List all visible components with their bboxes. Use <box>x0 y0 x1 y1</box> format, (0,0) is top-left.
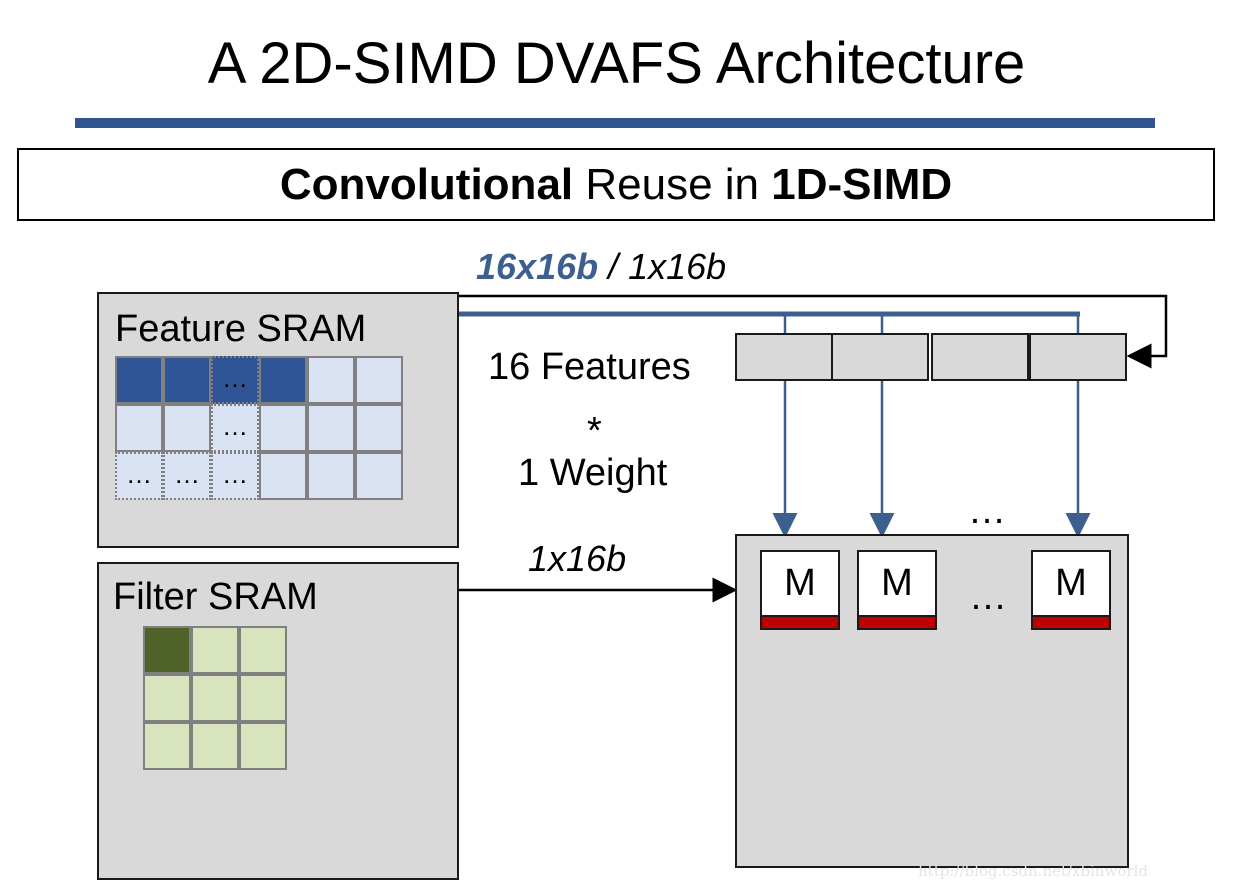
filter-grid <box>143 626 291 774</box>
feature-cell: … <box>211 452 259 500</box>
filter-cell <box>239 722 287 770</box>
features-label: 16 Features <box>488 346 691 388</box>
feature-sram-box: Feature SRAM …………… <box>97 292 459 548</box>
weight-bus-label: 1x16b <box>528 538 627 579</box>
multiplier: M <box>1031 550 1111 630</box>
feature-cell <box>355 404 403 452</box>
feature-cell <box>259 452 307 500</box>
feature-cell <box>163 404 211 452</box>
multiplier-label: M <box>1055 562 1087 604</box>
pe-array-box: M M … M <box>735 534 1129 868</box>
filter-cell <box>191 626 239 674</box>
filter-sram-label: Filter SRAM <box>113 576 318 618</box>
feature-cell <box>115 356 163 404</box>
watermark: http://blog.csdn.net/xbinworld <box>918 862 1148 880</box>
feature-cell <box>355 356 403 404</box>
multiplier: M <box>857 550 937 630</box>
feature-cell: … <box>115 452 163 500</box>
feature-cell: … <box>211 404 259 452</box>
weight-label: 1 Weight <box>518 452 668 494</box>
filter-sram-box: Filter SRAM <box>97 562 459 880</box>
feature-cell: … <box>163 452 211 500</box>
mid-ellipsis: … <box>969 576 1007 618</box>
feature-cell: … <box>211 356 259 404</box>
bus-label-highlight: 16x16b <box>476 246 599 287</box>
filter-cell <box>143 674 191 722</box>
feature-register-cell <box>1029 333 1127 381</box>
feature-cell <box>307 404 355 452</box>
feature-grid: …………… <box>115 356 405 504</box>
multiply-symbol: * <box>587 410 602 452</box>
title-underline <box>75 118 1155 128</box>
subtitle-bold-1: Convolutional <box>279 160 574 209</box>
feature-register-cell <box>831 333 929 381</box>
feature-cell <box>115 404 163 452</box>
multiplier-label: M <box>784 562 816 604</box>
subtitle-bold-2: 1D-SIMD <box>771 160 953 209</box>
feature-register-cell <box>735 333 833 381</box>
filter-cell <box>239 626 287 674</box>
feature-cell <box>259 356 307 404</box>
multiplier: M <box>760 550 840 630</box>
feature-cell <box>355 452 403 500</box>
feature-cell <box>307 452 355 500</box>
feature-cell <box>163 356 211 404</box>
feature-cell <box>259 404 307 452</box>
filter-cell <box>239 674 287 722</box>
filter-cell <box>143 626 191 674</box>
filter-cell <box>191 674 239 722</box>
subtitle-box: Convolutional Reuse in 1D-SIMD <box>17 148 1215 221</box>
feature-cell <box>307 356 355 404</box>
filter-cell <box>191 722 239 770</box>
feature-register-cell <box>931 333 1029 381</box>
slide-title: A 2D-SIMD DVAFS Architecture <box>207 31 1026 96</box>
multiplier-label: M <box>881 562 913 604</box>
filter-cell <box>143 722 191 770</box>
feature-sram-label: Feature SRAM <box>115 308 367 350</box>
top-ellipsis: … <box>968 490 1006 532</box>
feedback-wire <box>458 294 1168 369</box>
bus-label: 16x16b / 1x16b <box>476 246 726 288</box>
bus-label-rest: / 1x16b <box>598 246 727 287</box>
subtitle-middle: Reuse in <box>573 160 772 209</box>
